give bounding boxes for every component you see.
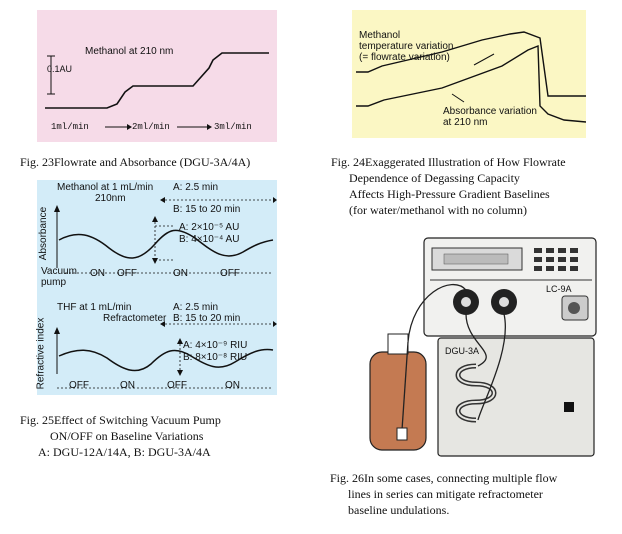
- fig26-pump-label: LC-9A: [546, 284, 572, 294]
- fig26-illustration: LC-9A DGU-3A: [352, 234, 602, 460]
- fig24-caption-line-2: Dependence of Degassing Capacity: [349, 171, 520, 185]
- fig24-absorbance-trace: [356, 44, 586, 123]
- fig25-top-legend-a: A: 2.5 min: [173, 182, 219, 193]
- fig24-caption-line-4: (for water/methanol with no column): [349, 203, 527, 217]
- fig25-bottom-state-3: OFF: [167, 380, 187, 391]
- fig25-top-amp-b: B: 4×10⁻⁴ AU: [179, 234, 240, 245]
- fig26-caption: Fig. 26In some cases, connecting multipl…: [330, 470, 557, 518]
- fig25-top-wavelength: 210nm: [95, 193, 126, 204]
- fig24-plot: [356, 31, 586, 123]
- fig26-caption-line-2: lines in series can mitigate refractomet…: [348, 487, 543, 501]
- fig25-caption: Fig. 25Effect of Switching Vacuum Pump O…: [20, 412, 221, 460]
- fig24-methanol-line-2: temperature variation: [359, 41, 454, 52]
- fig25-caption-line-3: A: DGU-12A/14A, B: DGU-3A/4A: [38, 445, 211, 459]
- fig25-top-state-4: OFF: [220, 268, 240, 279]
- fig25-absorbance-wave: [58, 229, 274, 259]
- fig25-top-condition: Methanol at 1 mL/min: [57, 182, 154, 193]
- fig26-caption-line-1: Fig. 26In some cases, connecting multipl…: [330, 471, 558, 485]
- fig24-temperature-trace: [356, 31, 586, 97]
- fig23-flow-label-3: 3ml/min: [214, 122, 252, 132]
- fig24-methanol-line-1: Methanol: [359, 30, 401, 41]
- fig24-caption-line-1: Fig. 24Exaggerated Illustration of How F…: [331, 155, 566, 169]
- fig26-degasser-label: DGU-3A: [445, 346, 480, 356]
- fig25-caption-line-2: ON/OFF on Baseline Variations: [50, 429, 204, 443]
- fig25-bottom-state-4: ON: [225, 380, 240, 391]
- fig25-bottom-amp-b: B: 8×10⁻⁸ RIU: [183, 352, 248, 363]
- fig23-flow-label-2: 2ml/min: [132, 122, 170, 132]
- fig25-panel: Methanol at 1 mL/min 210nm A: 2.5 min B:…: [35, 180, 277, 395]
- fig24-absorbance-line-1: Absorbance variation: [443, 106, 537, 117]
- fig25-bottom-state-2: ON: [120, 380, 135, 391]
- fig23-flow-label-1: 1ml/min: [51, 122, 89, 132]
- fig23-panel: 0.1AU Methanol at 210 nm 1ml/min 2ml/min…: [37, 10, 277, 142]
- fig25-top-state-1: ON: [90, 268, 105, 279]
- fig25-caption-line-1: Fig. 25Effect of Switching Vacuum Pump: [20, 413, 221, 427]
- fig25-bottom-condition: THF at 1 mL/min: [57, 302, 132, 313]
- fig25-top-ylabel: Absorbance: [38, 206, 50, 261]
- fig26-caption-line-3: baseline undulations.: [348, 503, 450, 517]
- fig25-bottom-amp-a: A: 4×10⁻⁹ RIU: [183, 340, 248, 351]
- fig25-bottom-state-1: OFF: [69, 380, 89, 391]
- fig25-bottom-legend-b: B: 15 to 20 min: [173, 313, 241, 324]
- fig25-refractive-wave: [58, 348, 274, 372]
- fig24-panel: Methanol temperature variation (= flowra…: [352, 10, 586, 138]
- fig23-absorbance-trace: [45, 52, 269, 109]
- fig25-bottom-ylabel: Refractive index: [35, 317, 47, 390]
- fig23-plot: [45, 52, 269, 130]
- fig25-top-amp-a: A: 2×10⁻⁵ AU: [179, 222, 240, 233]
- fig24-absorbance-line-2: at 210 nm: [443, 117, 488, 128]
- fig25-bottom-legend-a: A: 2.5 min: [173, 302, 219, 313]
- fig24-methanol-line-3: (= flowrate variation): [359, 52, 450, 63]
- fig25-plot: [54, 197, 277, 389]
- fig25-pump-label: Vacuum pump: [41, 266, 77, 288]
- fig25-top-state-2: OFF: [117, 268, 137, 279]
- fig23-title: Methanol at 210 nm: [85, 46, 174, 57]
- fig25-bottom-detector: Refractometer: [103, 313, 167, 324]
- fig24-caption: Fig. 24Exaggerated Illustration of How F…: [331, 154, 566, 218]
- fig25-top-state-3: ON: [173, 268, 188, 279]
- fig23-scale-label: 0.1AU: [47, 64, 73, 74]
- fig24-caption-line-3: Affects High-Pressure Gradient Baselines: [349, 187, 550, 201]
- fig26-instrument-drawing: [369, 237, 597, 457]
- fig23-caption: Fig. 23Flowrate and Absorbance (DGU-3A/4…: [20, 155, 251, 169]
- fig25-top-legend-b: B: 15 to 20 min: [173, 204, 241, 215]
